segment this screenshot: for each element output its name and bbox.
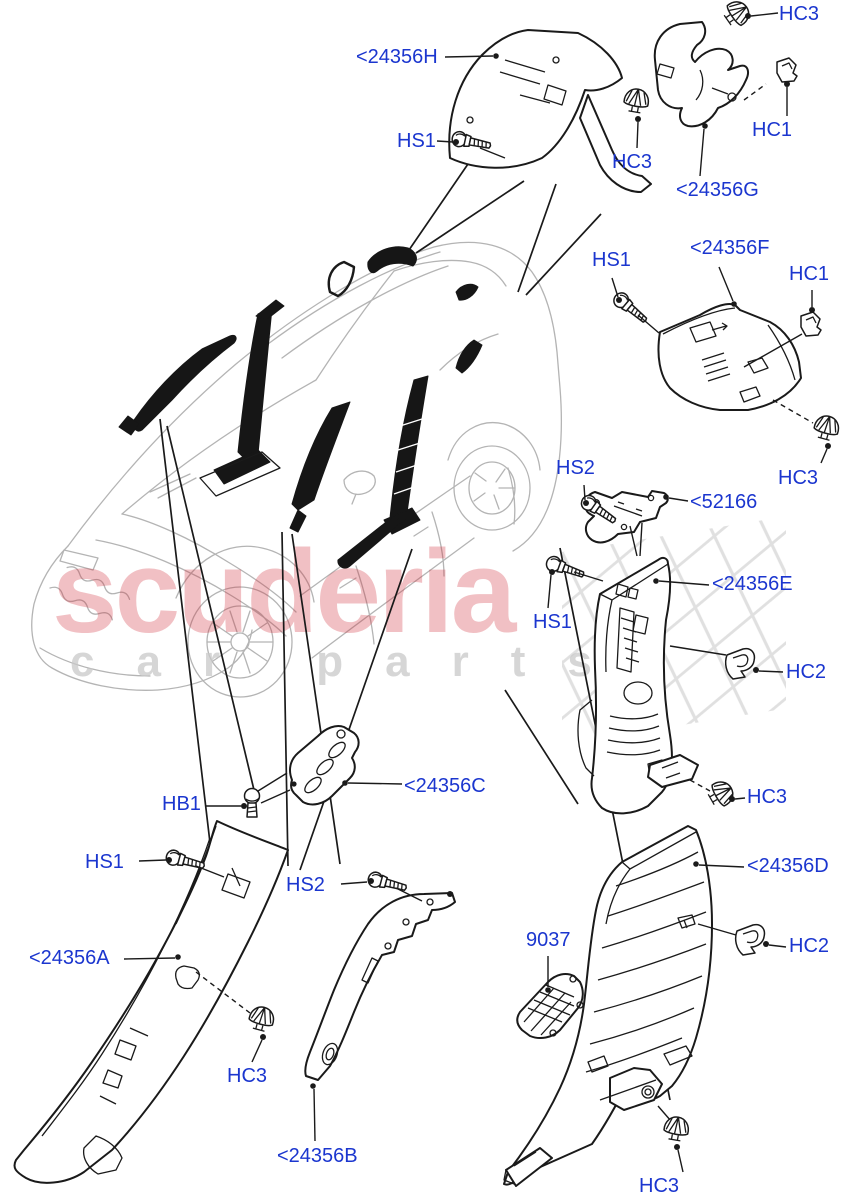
hc1-clip-1-icon: [776, 57, 798, 83]
label-hc3-2[interactable]: HC3: [612, 151, 653, 173]
label-part-24356d[interactable]: <24356D: [747, 855, 829, 877]
label-part-52166[interactable]: <52166: [690, 491, 758, 513]
label-hc2-1[interactable]: HC2: [786, 661, 827, 683]
label-hs1-4[interactable]: HS1: [85, 851, 124, 873]
watermark-brand: scuderia: [52, 526, 518, 658]
vehicle-highlighted-trims: [118, 246, 483, 569]
hc1-clip-icons: [743, 57, 822, 368]
part-24356c-drawing: [260, 725, 403, 806]
label-hc3-3[interactable]: HC3: [778, 467, 819, 489]
label-hc1-2[interactable]: HC1: [789, 263, 830, 285]
label-hc2-2[interactable]: HC2: [789, 935, 830, 957]
label-part-9037[interactable]: 9037: [526, 929, 571, 951]
label-part-24356f[interactable]: <24356F: [690, 237, 770, 259]
hc3-clip-5-icon: [246, 1003, 278, 1034]
part-24356d-drawing: [503, 825, 745, 1187]
label-hs1-2[interactable]: HS1: [592, 249, 631, 271]
label-hs2-1[interactable]: HS2: [556, 457, 595, 479]
hc1-clip-2-icon: [800, 311, 822, 337]
hc3-clip-3-icon: [811, 412, 843, 443]
part-24356h-drawing: [444, 29, 652, 193]
hb1-screw-icon: [205, 772, 288, 818]
label-part-24356c[interactable]: <24356C: [404, 775, 486, 797]
screw-icons: [138, 129, 660, 902]
hc2-clip-2-icon: [734, 923, 766, 956]
hc3-clip-icons: [246, 0, 843, 1173]
label-hs2-2[interactable]: HS2: [286, 874, 325, 896]
label-hc3-5[interactable]: HC3: [227, 1065, 268, 1087]
label-hb1[interactable]: HB1: [162, 793, 201, 815]
part-24356b-drawing: [304, 891, 456, 1142]
label-hc3-6[interactable]: HC3: [639, 1175, 680, 1197]
part-24356e-drawing: [577, 556, 711, 815]
label-part-24356a[interactable]: <24356A: [29, 947, 110, 969]
watermark-subtext: car parts: [70, 637, 634, 686]
hc2-clip-icons: [669, 645, 787, 956]
label-hc3-4[interactable]: HC3: [747, 786, 788, 808]
label-hs1-3[interactable]: HS1: [533, 611, 572, 633]
hc3-clip-4-icon: [704, 776, 738, 811]
part-24356f-drawing: [657, 266, 802, 411]
label-hc1-1[interactable]: HC1: [752, 119, 793, 141]
watermark-text: scuderia car parts: [52, 526, 634, 686]
label-hc3-1[interactable]: HC3: [779, 3, 820, 25]
part-24356a-drawing: [13, 820, 289, 1184]
vehicle-outline: [31, 241, 562, 698]
part-24356g-drawing: [653, 21, 767, 177]
label-part-24356h[interactable]: <24356H: [356, 46, 438, 68]
label-hs1-1[interactable]: HS1: [397, 130, 436, 152]
label-part-24356g[interactable]: <24356G: [676, 179, 759, 201]
label-part-24356e[interactable]: <24356E: [712, 573, 793, 595]
hc3-clip-2-icon: [621, 86, 652, 115]
hc3-clip-6-icon: [661, 1114, 692, 1143]
label-part-24356b[interactable]: <24356B: [277, 1145, 358, 1167]
part-9037-drawing: [516, 956, 584, 1039]
